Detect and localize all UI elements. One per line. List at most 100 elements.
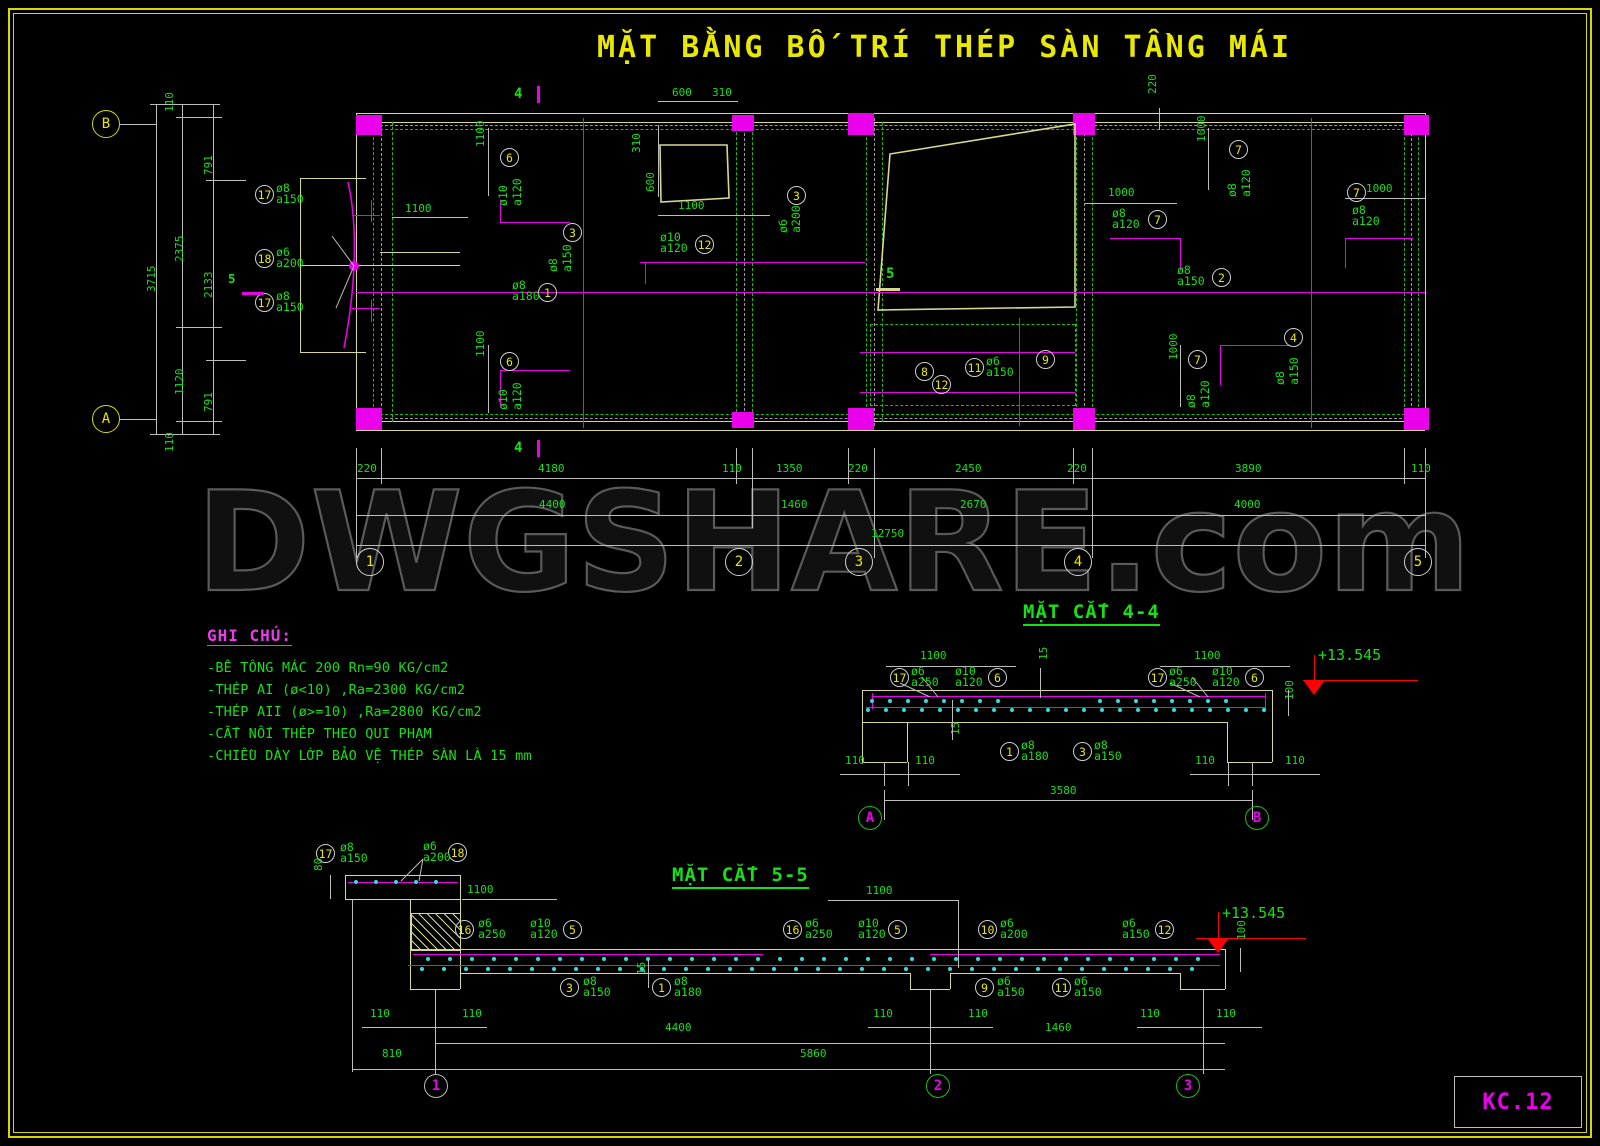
callout-3-b-sp: a200 (789, 205, 803, 233)
s55-mark-16a[interactable]: 16 (455, 920, 474, 939)
mark-12-b[interactable]: 12 (932, 375, 951, 394)
dim-1100-opening: 1100 (678, 199, 705, 212)
cal-br-1v (500, 200, 501, 222)
s55-mark-5b-label: 5 (894, 922, 901, 937)
s55-mark-18[interactable]: 18 (448, 843, 467, 862)
mark-4-a[interactable]: 4 (1284, 328, 1303, 347)
mark-2-a[interactable]: 2 (1212, 268, 1231, 287)
s55-grid-bubble-1[interactable]: 1 (424, 1074, 448, 1098)
mark-11-a[interactable]: 11 (965, 358, 984, 377)
s44-callout-17a: ø6 a250 (911, 665, 939, 688)
s44-mark-1[interactable]: 1 (1000, 742, 1019, 761)
s55-mark-17[interactable]: 17 (316, 844, 335, 863)
s44-leader-right (1169, 676, 1209, 698)
s55-mark-3[interactable]: 3 (560, 978, 579, 997)
s44-mark-6b[interactable]: 6 (1245, 668, 1264, 687)
s55-mark-1[interactable]: 1 (652, 978, 671, 997)
mark-7-d[interactable]: 7 (1347, 183, 1366, 202)
callout-6-a: ø10 (496, 185, 510, 206)
mark-17-bot-label: 17 (257, 295, 272, 310)
s55-mark-10[interactable]: 10 (978, 920, 997, 939)
mark-7-c[interactable]: 7 (1188, 350, 1207, 369)
dim-v-2375: 2375 (173, 235, 186, 263)
grid-bubble-3[interactable]: 3 (845, 548, 873, 576)
mark-7-b[interactable]: 7 (1229, 140, 1248, 159)
grid-bubble-4[interactable]: 4 (1064, 548, 1092, 576)
mark-17-bot[interactable]: 17 (255, 293, 274, 312)
mark-17-top[interactable]: 17 (255, 185, 274, 204)
callout-17-bot: ø8 a150 (276, 290, 304, 313)
callout-7-d-dia: ø8 (1352, 203, 1366, 217)
s55-callout-5b: ø10 a120 (858, 917, 886, 940)
s55-mark-9[interactable]: 9 (975, 978, 994, 997)
s44-elev-line (1303, 680, 1418, 681)
section-mark-4-bot: 4 (514, 440, 523, 456)
s55-dim-110c: 110 (873, 1007, 893, 1020)
slab-edge-bottom-inner (356, 421, 1425, 422)
s55-dim-15-line (648, 960, 649, 988)
mark-3-b[interactable]: 3 (787, 186, 806, 205)
s55-rebar-bot (408, 965, 1220, 966)
grid-bubble-4-label: 4 (1073, 554, 1083, 570)
s44-left (862, 690, 863, 762)
beam-dash-v5 (866, 122, 867, 422)
s55-dim-110a: 110 (370, 1007, 390, 1020)
mark-9-a[interactable]: 9 (1036, 350, 1055, 369)
slab-edge-top (356, 113, 1425, 114)
s55-dim-1100a-line (462, 899, 557, 900)
grid-bubble-B[interactable]: B (92, 110, 120, 138)
s55-mark-11[interactable]: 11 (1052, 978, 1071, 997)
s44-grid-bubble-A[interactable]: A (858, 806, 882, 830)
callout-7-a: ø8 a120 (1112, 206, 1140, 230)
beam-dash-v10 (1418, 122, 1419, 422)
s55-mark-5a[interactable]: 5 (563, 920, 582, 939)
column-a3 (848, 408, 874, 430)
callout-1-a: ø8 a180 (512, 279, 540, 302)
mark-8-a[interactable]: 8 (915, 362, 934, 381)
mark-18[interactable]: 18 (255, 249, 274, 268)
s44-mark-17a[interactable]: 17 (890, 668, 909, 687)
mark-3-a[interactable]: 3 (563, 223, 582, 242)
s44-dim-110a: 110 (845, 754, 865, 767)
s55-drop-1 (910, 973, 911, 989)
dim-h-total: 12750 (871, 527, 905, 540)
mark-6-a[interactable]: 6 (500, 148, 519, 167)
mark-12-a[interactable]: 12 (695, 235, 714, 254)
callout-2-a: ø8 a150 (1177, 264, 1205, 287)
mark-1-a[interactable]: 1 (538, 283, 557, 302)
s44-mark-3[interactable]: 3 (1073, 742, 1092, 761)
s55-grid-bubble-2[interactable]: 2 (926, 1074, 950, 1098)
cal-br-2v (500, 370, 501, 408)
section-mark-5-mid: 5 (886, 266, 895, 282)
s55-grid-bubble-3[interactable]: 3 (1176, 1074, 1200, 1098)
sheet-code-box: KC.12 (1454, 1076, 1582, 1128)
s55-col-base (410, 989, 460, 990)
ext-4b (1092, 448, 1093, 558)
s55-5a-dia: ø10 (530, 916, 551, 930)
sheet-border-inner (13, 13, 1587, 1133)
grid-bubble-5[interactable]: 5 (1404, 548, 1432, 576)
s44-1-dia: ø8 (1021, 738, 1035, 752)
s44-dim-1100a-line (886, 666, 1016, 667)
s55-mark-16b[interactable]: 16 (783, 920, 802, 939)
callout-12-a-dia: ø10 (660, 230, 681, 244)
grid-bubble-2[interactable]: 2 (725, 548, 753, 576)
s55-callout-12: ø6 a150 (1122, 917, 1150, 940)
s55-16b-sp: a250 (805, 927, 833, 941)
s44-mark-6a[interactable]: 6 (988, 668, 1007, 687)
grid-bubble-A[interactable]: A (92, 405, 120, 433)
s55-ext-1 (435, 990, 436, 1074)
s55-5a-sp: a120 (530, 927, 558, 941)
cal-br-1h (500, 222, 570, 223)
s44-grid-bubble-B[interactable]: B (1245, 806, 1269, 830)
callout-17-top-sp: a150 (276, 192, 304, 206)
mark-6-b[interactable]: 6 (500, 352, 519, 371)
grid-bubble-1[interactable]: 1 (356, 548, 384, 576)
s44-mark-17b[interactable]: 17 (1148, 668, 1167, 687)
grid-bubble-B-label: B (101, 116, 111, 132)
callout-7-a-dia: ø8 (1112, 206, 1126, 220)
s55-mark-12[interactable]: 12 (1155, 920, 1174, 939)
mark-7-a[interactable]: 7 (1148, 210, 1167, 229)
callout-6-b-sp: a120 (510, 382, 524, 410)
s55-mark-5b[interactable]: 5 (888, 920, 907, 939)
